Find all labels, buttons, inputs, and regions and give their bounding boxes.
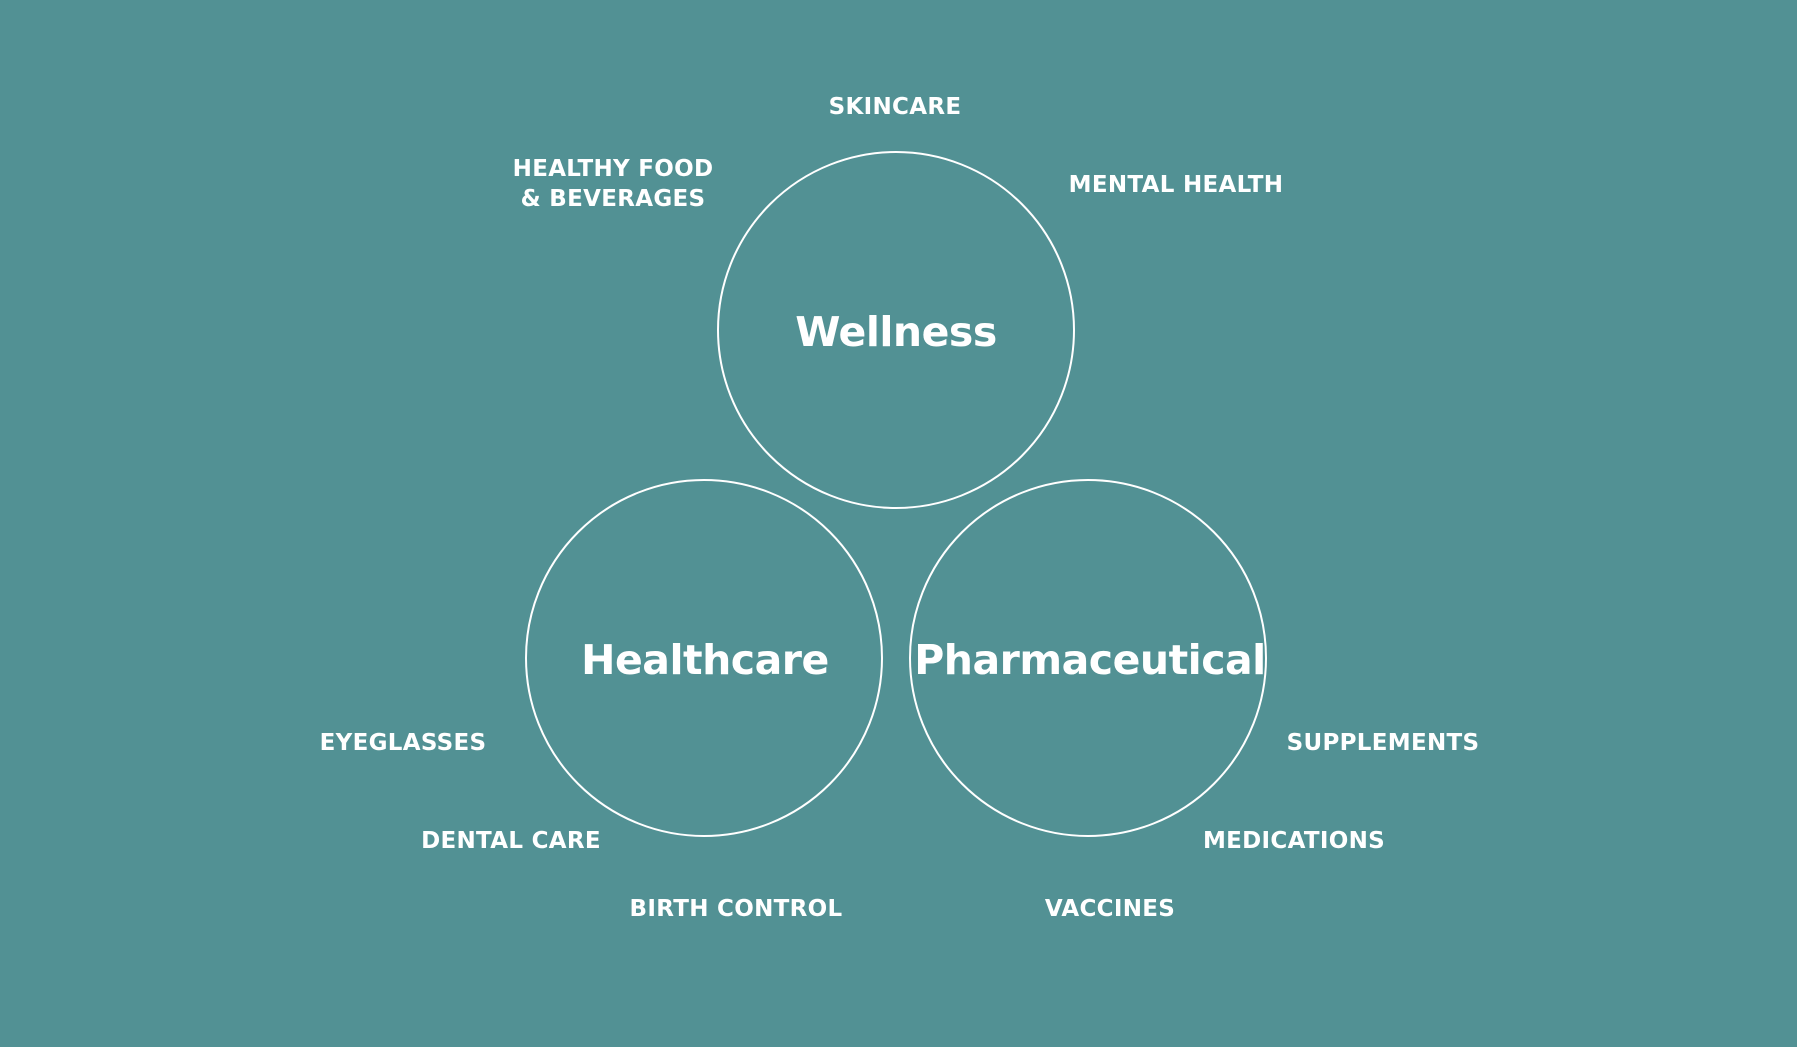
pharmaceutical-label: Pharmaceutical: [914, 636, 1266, 684]
tag-birth-control: BIRTH CONTROL: [629, 896, 843, 922]
tag-eyeglasses: EYEGLASSES: [319, 730, 487, 756]
tag-healthy-food-line2: & BEVERAGES: [520, 186, 706, 212]
tag-healthy-food-beverages: HEALTHY FOOD & BEVERAGES: [513, 154, 714, 214]
tag-vaccines: VACCINES: [1044, 896, 1176, 922]
healthcare-circle: [525, 479, 883, 837]
tag-medications: MEDICATIONS: [1202, 828, 1386, 854]
pharmaceutical-circle: [909, 479, 1267, 837]
wellness-label: Wellness: [795, 308, 997, 356]
tag-mental-health: MENTAL HEALTH: [1068, 172, 1284, 198]
tag-supplements: SUPPLEMENTS: [1286, 730, 1480, 756]
healthcare-label: Healthcare: [581, 636, 829, 684]
tag-skincare: SKINCARE: [828, 94, 962, 120]
tag-healthy-food-line1: HEALTHY FOOD: [512, 156, 714, 182]
wellness-circle: [717, 151, 1075, 509]
tag-dental-care: DENTAL CARE: [421, 828, 601, 854]
